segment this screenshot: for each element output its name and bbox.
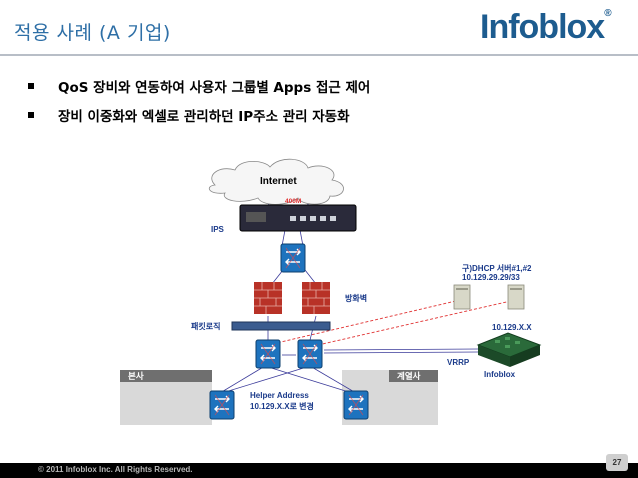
infoblox-ip: 10.129.X.X: [492, 323, 532, 332]
page-number: 27: [606, 454, 628, 471]
dhcp-server-2-icon: [507, 284, 525, 310]
infoblox-appliance-icon: [476, 332, 542, 367]
hq-site-label: 본사: [120, 370, 212, 382]
firewall-right-icon: [301, 281, 331, 315]
firewall-left-icon: [253, 281, 283, 315]
core-switch-icon: [280, 243, 306, 273]
ips-device: [239, 204, 357, 232]
dhcp-dashed-links: [267, 299, 516, 346]
logo-registered-mark: ®: [604, 8, 611, 19]
dhcp-server-ip: 10.129.29.29/33: [462, 273, 520, 282]
affiliate-switch-icon: [343, 390, 369, 420]
bullet-list: QoS 장비와 연동하여 사용자 그룹별 Apps 접근 제어 장비 이중화와 …: [28, 76, 370, 134]
helper-address-line2: 10.129.X.X로 변경: [250, 402, 314, 411]
internet-label: Internet: [260, 176, 297, 187]
ips-ports-icon: [290, 216, 336, 221]
packetlogic-label: 패킷로직: [191, 322, 221, 331]
bullet-square-icon: [28, 83, 34, 89]
copyright-text: © 2011 Infoblox Inc. All Rights Reserved…: [38, 465, 193, 474]
bullet-item: 장비 이중화와 엑셀로 관리하던 IP주소 관리 자동화: [28, 105, 370, 125]
logo-text: Infoblox: [480, 8, 605, 46]
infoblox-label: Infoblox: [484, 370, 516, 379]
page-title: 적용 사례 (A 기업): [14, 22, 171, 44]
hq-switch-left-icon: [255, 339, 281, 369]
title-divider: [0, 54, 638, 56]
dhcp-server-label: 구)DHCP 서버#1,#2: [462, 264, 532, 273]
affiliate-site-label: 계열사: [389, 370, 438, 382]
footer-bar: [0, 463, 638, 478]
hq-access-switch-icon: [209, 390, 235, 420]
dhcp-server-1-icon: [453, 284, 471, 310]
vrrp-label: VRRP: [447, 358, 470, 367]
ips-panel-icon: [246, 212, 266, 222]
hq-switch-right-icon: [297, 339, 323, 369]
infoblox-logo: Infoblox®: [480, 8, 612, 47]
bullet-item: QoS 장비와 연동하여 사용자 그룹별 Apps 접근 제어: [28, 76, 370, 96]
bandwidth-label: 400M: [285, 198, 302, 205]
firewall-label: 방화벽: [345, 294, 368, 303]
bullet-square-icon: [28, 112, 34, 118]
packetlogic-device: [231, 321, 331, 331]
ips-label: IPS: [211, 225, 224, 234]
helper-address-line1: Helper Address: [250, 391, 309, 400]
bullet-text: 장비 이중화와 엑셀로 관리하던 IP주소 관리 자동화: [58, 109, 350, 125]
internet-cloud: [208, 158, 344, 205]
bullet-text: QoS 장비와 연동하여 사용자 그룹별 Apps 접근 제어: [58, 80, 371, 96]
